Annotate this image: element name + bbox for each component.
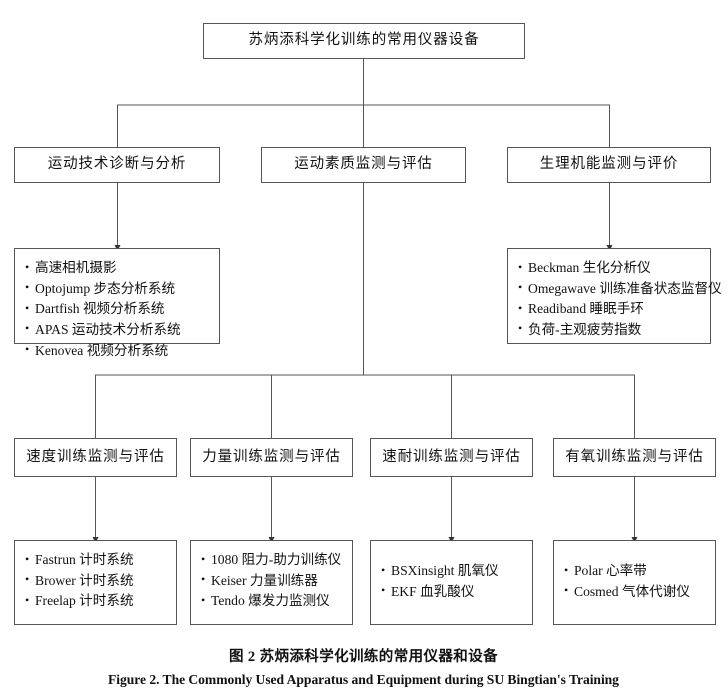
node-aerobic-training-monitoring-label: 有氧训练监测与评估 [565, 448, 704, 465]
list-item: Keiser 力量训练器 [201, 570, 342, 592]
list-item: 负荷-主观疲劳指数 [518, 319, 700, 341]
node-speed-endurance-training-monitoring: 速耐训练监测与评估 [370, 438, 533, 477]
node-speed-endurance-training-monitoring-label: 速耐训练监测与评估 [382, 448, 521, 465]
list-item: Omegawave 训练准备状态监督仪 [518, 278, 722, 300]
list-item: BSXinsight 肌氧仪 [381, 561, 522, 582]
node-physiological-function-monitoring: 生理机能监测与评价 [507, 147, 711, 183]
equipment-list: 高速相机摄影 Optojump 步态分析系统 Dartfish 视频分析系统 A… [25, 258, 209, 361]
list-item: Polar 心率带 [564, 561, 705, 582]
node-physical-quality-monitoring: 运动素质监测与评估 [261, 147, 466, 183]
equipment-list: 1080 阻力-助力训练仪 Keiser 力量训练器 Tendo 爆发力监测仪 [201, 550, 342, 612]
equipment-list: Beckman 生化分析仪 Omegawave 训练准备状态监督仪 Readib… [518, 258, 722, 341]
node-strength-training-monitoring: 力量训练监测与评估 [190, 438, 353, 477]
list-physiological-function-equipment: Beckman 生化分析仪 Omegawave 训练准备状态监督仪 Readib… [507, 248, 722, 344]
list-item: Fastrun 计时系统 [25, 550, 166, 571]
list-speed-endurance-training-equipment: BSXinsight 肌氧仪 EKF 血乳酸仪 [370, 540, 533, 625]
list-item: Dartfish 视频分析系统 [25, 299, 209, 320]
list-aerobic-training-equipment: Polar 心率带 Cosmed 气体代谢仪 [553, 540, 716, 625]
figure-caption-chinese: 图 2 苏炳添科学化训练的常用仪器和设备 [229, 649, 498, 665]
list-strength-training-equipment: 1080 阻力-助力训练仪 Keiser 力量训练器 Tendo 爆发力监测仪 [190, 540, 353, 625]
list-item: APAS 运动技术分析系统 [25, 319, 209, 341]
list-item: Kenovea 视频分析系统 [25, 340, 209, 362]
list-item: EKF 血乳酸仪 [381, 581, 522, 603]
node-root: 苏炳添科学化训练的常用仪器设备 [203, 23, 525, 59]
list-item: 高速相机摄影 [25, 258, 209, 279]
node-technique-diagnosis-label: 运动技术诊断与分析 [47, 156, 187, 173]
node-root-label: 苏炳添科学化训练的常用仪器设备 [248, 32, 480, 49]
list-item: Tendo 爆发力监测仪 [201, 591, 342, 612]
list-item: 1080 阻力-助力训练仪 [201, 550, 342, 571]
node-aerobic-training-monitoring: 有氧训练监测与评估 [553, 438, 716, 477]
list-item: Brower 计时系统 [25, 570, 166, 592]
list-item: Cosmed 气体代谢仪 [564, 581, 705, 603]
list-speed-training-equipment: Fastrun 计时系统 Brower 计时系统 Freelap 计时系统 [14, 540, 177, 625]
equipment-list: BSXinsight 肌氧仪 EKF 血乳酸仪 [381, 561, 522, 602]
list-item: Readiband 睡眠手环 [518, 299, 700, 320]
list-item: Freelap 计时系统 [25, 591, 166, 612]
node-physiological-function-monitoring-label: 生理机能监测与评价 [539, 156, 679, 173]
list-technique-diagnosis-equipment: 高速相机摄影 Optojump 步态分析系统 Dartfish 视频分析系统 A… [14, 248, 220, 358]
list-item: Beckman 生化分析仪 [518, 258, 700, 279]
node-technique-diagnosis: 运动技术诊断与分析 [14, 147, 220, 183]
figure-caption-english: Figure 2. The Commonly Used Apparatus an… [108, 672, 619, 687]
node-strength-training-monitoring-label: 力量训练监测与评估 [202, 448, 341, 465]
node-speed-training-monitoring: 速度训练监测与评估 [14, 438, 177, 477]
list-item: Optojump 步态分析系统 [25, 278, 209, 300]
node-physical-quality-monitoring-label: 运动素质监测与评估 [294, 156, 433, 173]
equipment-list: Fastrun 计时系统 Brower 计时系统 Freelap 计时系统 [25, 550, 166, 612]
node-speed-training-monitoring-label: 速度训练监测与评估 [26, 448, 165, 465]
equipment-list: Polar 心率带 Cosmed 气体代谢仪 [564, 561, 705, 602]
